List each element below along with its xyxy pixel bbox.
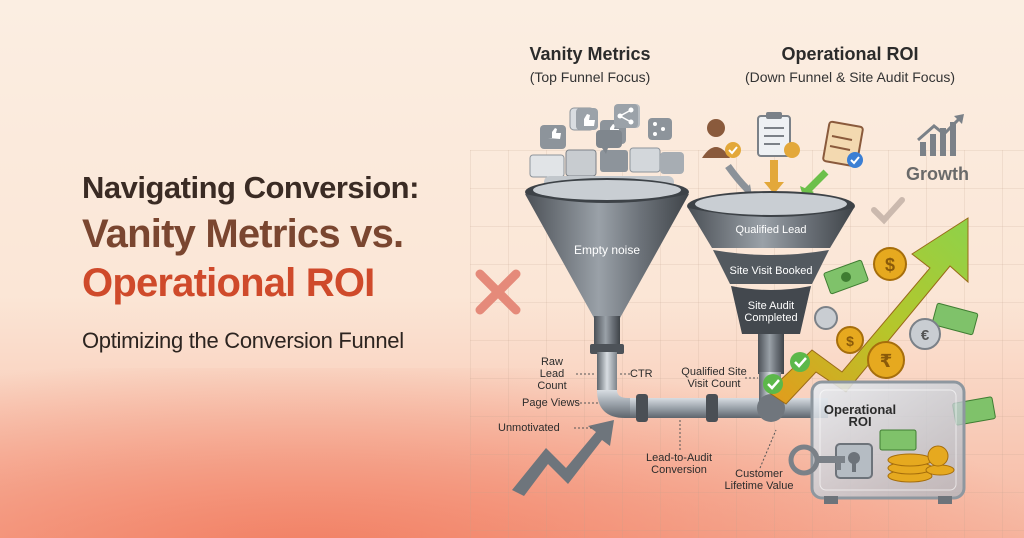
rupee-coin-icon: ₹: [867, 341, 905, 379]
dollar-coin-icon: $: [836, 326, 864, 354]
like-icon: [576, 108, 598, 130]
metric-unmotivated: Unmotivated: [498, 422, 560, 434]
title-line-1: Navigating Conversion:: [82, 170, 419, 205]
svg-text:$: $: [885, 255, 895, 275]
subtitle: Optimizing the Conversion Funnel: [82, 328, 404, 353]
share-icon: [614, 104, 638, 128]
metric-lead-to-audit-conversion: Lead-to-Audit Conversion: [645, 452, 713, 476]
title-line-3: Operational ROI: [82, 261, 375, 305]
silver-coin-icon: [814, 306, 838, 330]
roi-heading-sub: (Down Funnel & Site Audit Focus): [744, 69, 956, 85]
stage-qualified-lead: Qualified Lead: [735, 224, 807, 236]
cross-icon: [475, 269, 521, 315]
key-icon: [788, 444, 845, 476]
safe-box: [810, 380, 966, 504]
stage-site-audit-completed: Site Audit Completed: [744, 300, 798, 324]
vanity-pipe: [597, 352, 780, 422]
metric-ctr: CTR: [630, 368, 653, 380]
vanity-funnel: [525, 178, 689, 354]
vanity-funnel-label: Empty noise: [573, 243, 641, 257]
clipboard-icon: [757, 112, 800, 158]
stage-site-visit-booked: Site Visit Booked: [729, 265, 813, 277]
svg-text:₹: ₹: [880, 351, 893, 372]
euro-coin-icon: €: [909, 318, 941, 350]
roi-heading-title: Operational ROI: [781, 44, 919, 64]
metric-raw-lead-count: Raw Lead Count: [537, 356, 567, 392]
label-leaders: [574, 373, 777, 469]
svg-text:€: €: [921, 327, 930, 344]
metric-page-views: Page Views: [522, 397, 580, 409]
roi-funnel: [687, 191, 855, 374]
vanity-heading-sub: (Top Funnel Focus): [529, 69, 651, 85]
clipboard-checked-icon: [822, 120, 864, 168]
chat-icon: [596, 130, 622, 154]
checkmark-icon: [763, 197, 905, 394]
safe-label: Operational ROI: [823, 402, 897, 429]
vanity-heading: Vanity Metrics (Top Funnel Focus): [500, 44, 680, 85]
metric-qualified-site-visit-count: Qualified Site Visit Count: [681, 366, 747, 390]
vanity-heading-title: Vanity Metrics: [529, 44, 651, 64]
title-line-2: Vanity Metrics vs.: [82, 212, 404, 256]
title-block: Navigating Conversion: Vanity Metrics vs…: [82, 170, 502, 354]
growth-label: Growth: [906, 164, 969, 184]
growth-chart-icon: [917, 114, 964, 156]
roi-heading: Operational ROI (Down Funnel & Site Audi…: [715, 44, 985, 85]
dollar-coin-icon: $: [873, 247, 907, 281]
metric-customer-lifetime-value: Customer Lifetime Value: [724, 468, 794, 492]
svg-text:$: $: [846, 333, 854, 349]
user-check-icon: [702, 119, 741, 158]
downtrend-arrow-icon: [512, 420, 614, 496]
growth-arrow: [767, 217, 969, 405]
